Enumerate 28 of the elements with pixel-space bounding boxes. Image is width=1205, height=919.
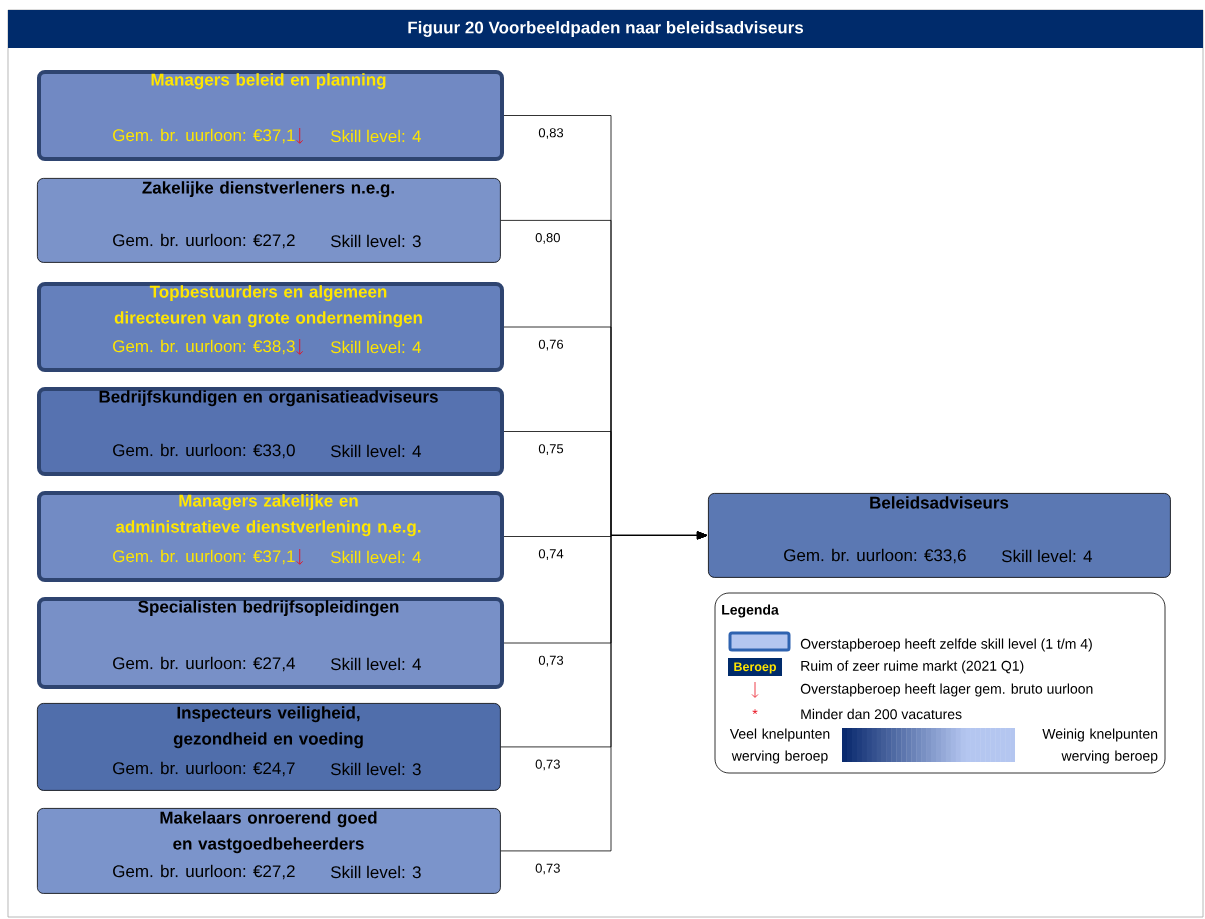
asterisk-sample: * [752,709,758,715]
edge-label: 0,76 [537,338,565,352]
edge-label: 0,80 [534,232,562,245]
edge-label: 0,75 [537,443,565,456]
edge-label: 0,74 [537,548,565,561]
connector [500,531,708,852]
legend-heading: Legenda [722,604,779,618]
scale-end-text: Weinig knelpunten werving beroep [1042,728,1158,764]
edge-label: 0,73 [537,654,565,668]
occupation-box: Makelaars onroerend goed en vastgoedbeheerders Gem. br. uurloon: €27,2 Skill level: 3 [37,808,501,894]
edge-label: 0,73 [534,862,562,876]
legend-text: Overstapberoep heeft zelfde skill level (1 t/m 4) [800,638,1092,652]
title-band: Figuur 20 Voorbeeldpaden naar beleidsadviseurs [8,10,1203,48]
market-sample: Beroep [728,658,782,676]
occupation-box: Topbestuurders en algemeen directeuren van grote ondernemingen Gem. br. uurloon: €38,3 Skill level: 4 [37,282,504,372]
edge-label: 0,73 [534,758,562,772]
legend-text: Ruim of zeer ruime markt (2021 Q1) [801,660,1024,674]
edge-label: 0,83 [537,127,565,140]
scale-end-text: Veel knelpunten werving beroep [729,728,830,764]
occupation-box: Beleidsadviseurs Gem. br. uurloon: €33,6 Skill level: 4 [708,493,1171,578]
legend-text: Overstapberoep heeft lager gem. bruto uurloon [800,683,1093,697]
occupation-box: Zakelijke dienstverleners n.e.g. Gem. br. uurloon: €27,2 Skill level: 3 [37,178,501,263]
occupation-box: Specialisten bedrijfsopleidingen Gem. br. uurloon: €27,4 Skill level: 4 [37,597,504,689]
legend-text: Minder dan 200 vacatures [801,708,962,720]
occupation-box: Inspecteurs veiligheid, gezondheid en voeding Gem. br. uurloon: €24,7 Skill level: 3 [37,703,501,791]
occupation-box: Managers beleid en planning Gem. br. uurloon: €37,1 Skill level: 4 [37,70,504,161]
occupation-box: Bedrijfskundigen en organisatieadviseurs Gem. br. uurloon: €33,0 Skill level: 4 [37,387,504,476]
occupation-box: Managers zakelijke en administratieve dienstverlening n.e.g. Gem. br. uurloon: €37,1 Skill level: 4 [37,491,504,582]
